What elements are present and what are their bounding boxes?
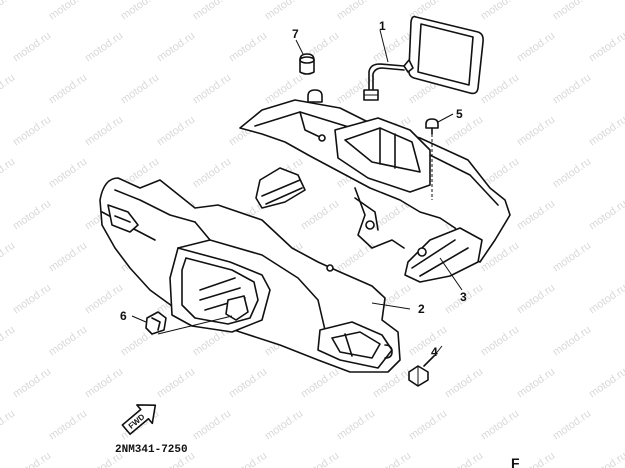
- part-code: 2NM341-7250: [115, 444, 188, 456]
- watermark-text: motod.ru: [0, 324, 17, 359]
- callout-3: 3: [460, 290, 467, 304]
- part-headlight-cowl: [99, 177, 411, 373]
- watermark-text: motod.ru: [227, 366, 269, 401]
- watermark-text: motod.ru: [227, 30, 269, 65]
- watermark-text: motod.ru: [11, 198, 53, 233]
- watermark-text: motod.ru: [335, 408, 377, 443]
- watermark-text: motod.ru: [335, 0, 377, 22]
- callout-2: 2: [418, 302, 425, 316]
- watermark-text: motod.ru: [515, 114, 557, 149]
- watermark-text: motod.ru: [587, 114, 625, 149]
- watermark-text: motod.ru: [587, 30, 625, 65]
- part-grommet: [295, 39, 315, 75]
- watermark-text: motod.ru: [155, 114, 197, 149]
- watermark-text: motod.ru: [407, 324, 449, 359]
- watermark-text: motod.ru: [0, 240, 17, 275]
- watermark-text: motod.ru: [479, 72, 521, 107]
- watermark-text: motod.ru: [371, 30, 413, 65]
- fwd-arrow: FWD: [121, 404, 157, 435]
- part-mirror: [363, 15, 484, 101]
- watermark-text: motod.ru: [551, 324, 593, 359]
- watermark-text: motod.ru: [47, 324, 89, 359]
- watermark-text: motod.ru: [479, 0, 521, 22]
- watermark-text: motod.ru: [443, 366, 485, 401]
- watermark-text: motod.ru: [299, 366, 341, 401]
- watermark-text: motod.ru: [11, 450, 53, 468]
- part-clip: [131, 311, 233, 335]
- watermark-text: motod.ru: [551, 240, 593, 275]
- watermark-text: motod.ru: [551, 156, 593, 191]
- watermark-text: motod.ru: [11, 282, 53, 317]
- watermark-text: motod.ru: [11, 366, 53, 401]
- watermark-text: motod.ru: [515, 30, 557, 65]
- watermark-text: motod.ru: [263, 0, 305, 22]
- watermark-text: motod.ru: [47, 408, 89, 443]
- watermark-text: motod.ru: [11, 114, 53, 149]
- watermark-text: motod.ru: [0, 72, 17, 107]
- watermark-text: motod.ru: [515, 282, 557, 317]
- watermark-text: motod.ru: [515, 366, 557, 401]
- part-screw: [425, 113, 454, 200]
- watermark-text: motod.ru: [155, 366, 197, 401]
- corner-mark: F: [511, 455, 520, 468]
- watermark-text: motod.ru: [191, 0, 233, 22]
- watermark-text: motod.ru: [83, 366, 125, 401]
- watermark-text: motod.ru: [155, 30, 197, 65]
- callout-5: 5: [456, 107, 463, 121]
- watermark-text: motod.ru: [587, 366, 625, 401]
- watermark-text: motod.ru: [83, 282, 125, 317]
- watermark-text: motod.ru: [551, 408, 593, 443]
- watermark-text: motod.ru: [119, 72, 161, 107]
- callout-4: 4: [431, 345, 438, 359]
- watermark-text: motod.ru: [0, 156, 17, 191]
- watermark-text: motod.ru: [83, 114, 125, 149]
- watermark-text: motod.ru: [443, 450, 485, 468]
- watermark-text: motod.ru: [191, 156, 233, 191]
- watermark-text: motod.ru: [515, 450, 557, 468]
- watermark-text: motod.ru: [479, 324, 521, 359]
- watermark-text: motod.ru: [587, 450, 625, 468]
- part-front-frame: [239, 89, 511, 291]
- watermark-text: motod.ru: [191, 72, 233, 107]
- watermark-text: motod.ru: [515, 198, 557, 233]
- watermark-text: motod.ru: [47, 72, 89, 107]
- watermark-text: motod.ru: [551, 0, 593, 22]
- watermark-text: motod.ru: [47, 240, 89, 275]
- watermark-text: motod.ru: [587, 282, 625, 317]
- watermark-text: motod.ru: [299, 450, 341, 468]
- callout-6: 6: [120, 309, 127, 323]
- watermark-text: motod.ru: [551, 72, 593, 107]
- part-bolt: [408, 345, 443, 387]
- watermark-text: motod.ru: [587, 198, 625, 233]
- watermark-text: motod.ru: [0, 0, 17, 22]
- watermark-text: motod.ru: [263, 408, 305, 443]
- watermark-text: motod.ru: [83, 30, 125, 65]
- watermark-text: motod.ru: [479, 408, 521, 443]
- watermark-text: motod.ru: [119, 0, 161, 22]
- watermark-text: motod.ru: [11, 30, 53, 65]
- watermark-text: motod.ru: [335, 72, 377, 107]
- watermark-text: motod.ru: [299, 198, 341, 233]
- callout-7: 7: [292, 27, 299, 41]
- watermark-text: motod.ru: [443, 114, 485, 149]
- watermark-text: motod.ru: [371, 450, 413, 468]
- callout-labels: 1 2 3 4 5 6 7: [120, 19, 467, 359]
- watermark-text: motod.ru: [191, 408, 233, 443]
- watermark-text: motod.ru: [407, 408, 449, 443]
- watermark-text: motod.ru: [47, 156, 89, 191]
- watermark-text: motod.ru: [0, 408, 17, 443]
- watermark-text: motod.ru: [227, 450, 269, 468]
- callout-1: 1: [379, 19, 386, 33]
- watermark-text: motod.ru: [47, 0, 89, 22]
- watermark-text: motod.ru: [335, 240, 377, 275]
